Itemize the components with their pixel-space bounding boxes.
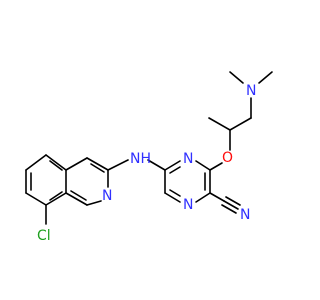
ch-ch2-bond <box>229 117 252 131</box>
amine-nh-label: NH <box>130 151 151 167</box>
n-methyl-right-bond <box>258 71 273 84</box>
structure-svg: Cl NH N N N O N N <box>25 71 273 244</box>
molecule-diagram: Cl NH N N N O N N <box>25 71 273 244</box>
pyrazine-n-bottom-label: N <box>183 197 193 213</box>
chlorine-label: Cl <box>37 228 51 244</box>
c-o-bond <box>209 162 223 171</box>
isoquinoline-benzo-ring <box>25 154 67 206</box>
ch-methyl-bond <box>208 117 231 131</box>
nh-c-bond <box>147 159 166 171</box>
pyrazine-ring <box>164 160 211 203</box>
c-nh-bond <box>107 159 129 171</box>
isoquinoline-n-label: N <box>102 188 112 204</box>
ether-oxygen-label: O <box>222 150 233 166</box>
c-cn-bond <box>209 192 225 202</box>
nitrile-n-label: N <box>240 207 250 223</box>
pyrazine-n-top-label: N <box>183 151 193 167</box>
n-methyl-left-bond <box>229 71 244 84</box>
dimethylamine-n-label: N <box>246 83 256 99</box>
nitrile-triple-bond <box>221 196 241 214</box>
isoquinoline-pyridine-ring <box>65 157 109 206</box>
